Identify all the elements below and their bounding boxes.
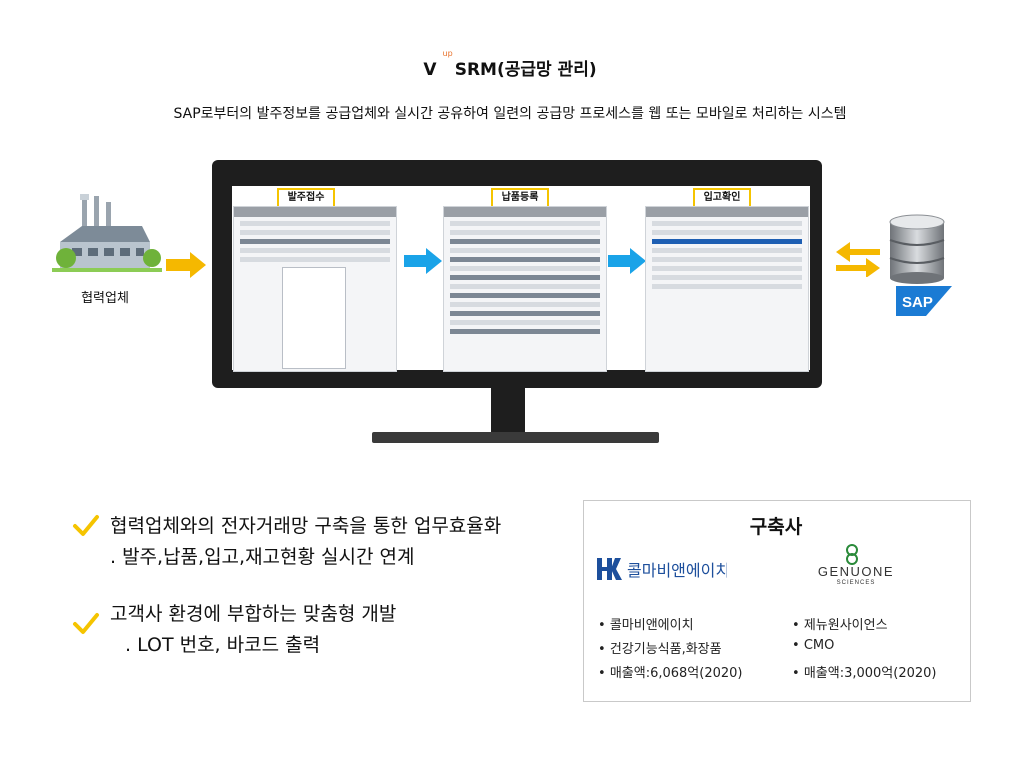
document-preview: [282, 267, 346, 369]
page-subtitle: SAP로부터의 발주정보를 공급업체와 실시간 공유하여 일련의 공급망 프로세…: [173, 106, 847, 122]
page-title: VupSRM(공급망 관리): [423, 49, 597, 80]
check-icon: [73, 613, 99, 634]
step-label-receipt-confirmation: 입고확인: [693, 188, 751, 208]
monitor-stand: [491, 388, 525, 434]
factory-icon: [52, 194, 162, 272]
client-item: • 매출액:6,068억(2020): [598, 666, 743, 681]
client-item: • 매출액:3,000억(2020): [792, 666, 937, 681]
database-icon: [889, 214, 945, 284]
svg-text:SCIENCES: SCIENCES: [837, 580, 876, 586]
feature-detail: . LOT 번호, 바코드 출력: [125, 634, 321, 656]
svg-text:콜마비앤에이치: 콜마비앤에이치: [627, 561, 727, 580]
screen-panel-delivery: [443, 206, 607, 372]
svg-text:GENUONE: GENUONE: [818, 564, 894, 579]
client-item: • CMO: [792, 638, 835, 653]
screen-panel-order: [233, 206, 397, 372]
step-label-delivery-registration: 납품등록: [491, 188, 549, 208]
client-item: • 콜마비앤에이치: [598, 618, 694, 633]
screen-panel-receipt: [645, 206, 809, 372]
builders-panel: [583, 500, 971, 702]
arrow-right-icon: [608, 248, 646, 274]
svg-text:SAP: SAP: [902, 294, 933, 311]
step-label-order-receipt: 발주접수: [277, 188, 335, 208]
feature-detail: . 발주,납품,입고,재고현황 실시간 연계: [110, 546, 415, 568]
monitor-base: [372, 432, 659, 443]
sync-arrows-icon: [836, 242, 880, 277]
sap-logo-icon: SAP: [896, 286, 952, 316]
client-item: • 제뉴원사이언스: [792, 618, 888, 633]
genuone-sciences-logo: GENUONE SCIENCES: [818, 544, 894, 586]
arrow-right-icon: [404, 248, 442, 274]
builders-title: 구축사: [749, 516, 803, 538]
kolmar-bnh-logo: 콜마비앤에이치: [597, 558, 727, 580]
partner-label: 협력업체: [81, 291, 129, 306]
feature-line: 협력업체와의 전자거래망 구축을 통한 업무효율화: [110, 515, 502, 537]
check-icon: [73, 515, 99, 536]
arrow-right-icon: [166, 252, 206, 278]
feature-line: 고객사 환경에 부합하는 맞춤형 개발: [110, 603, 397, 625]
client-item: • 건강기능식품,화장품: [598, 642, 722, 657]
